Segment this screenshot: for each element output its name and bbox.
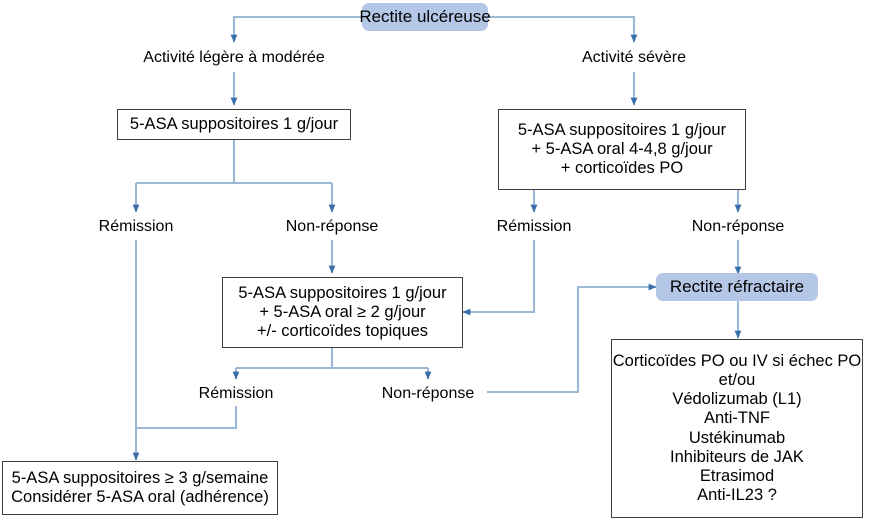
node-second-remission-label: Rémission xyxy=(198,384,274,402)
node-advanced-therapy[interactable]: Corticoïdes PO ou IV si échec PO et/ou V… xyxy=(611,339,863,518)
edge-root-to-severe xyxy=(488,15,638,43)
node-escalation-line-3: +/- corticoïdes topiques xyxy=(256,322,429,341)
edge-severe-remission-to-escalation xyxy=(462,240,536,316)
node-mild-remission-label: Rémission xyxy=(98,217,174,235)
node-root-label: Rectite ulcéreuse xyxy=(359,7,491,27)
node-mild-branch: Activité légère à modérée xyxy=(124,45,344,71)
node-escalation-treatment[interactable]: 5-ASA suppositoires 1 g/jour + 5-ASA ora… xyxy=(222,277,463,348)
node-severe-remission-label: Rémission xyxy=(496,217,572,235)
node-severe-nonresponse-label: Non-réponse xyxy=(691,217,785,235)
node-root[interactable]: Rectite ulcéreuse xyxy=(359,3,491,31)
node-second-nonresponse: Non-réponse xyxy=(362,381,494,407)
edge-second-remission-to-maintenance xyxy=(136,406,238,430)
node-mild-treatment-line-1: 5-ASA suppositoires 1 g/jour xyxy=(129,114,339,133)
node-mild-treatment[interactable]: 5-ASA suppositoires 1 g/jour xyxy=(117,109,351,140)
node-advanced-line-5: Ustékinumab xyxy=(688,428,786,447)
node-severe-treatment-line-3: + corticoïdes PO xyxy=(560,159,684,178)
node-advanced-line-1: Corticoïdes PO ou IV si échec PO xyxy=(612,352,862,370)
node-maintenance[interactable]: 5-ASA suppositoires ≥ 3 g/semaine Consid… xyxy=(2,461,278,515)
node-maintenance-line-2: Considérer 5-ASA oral (adhérence) xyxy=(11,488,269,506)
node-second-nonresponse-label: Non-réponse xyxy=(381,384,475,402)
node-severe-treatment[interactable]: 5-ASA suppositoires 1 g/jour + 5-ASA ora… xyxy=(498,109,746,190)
node-severe-remission: Rémission xyxy=(474,214,594,240)
node-advanced-line-6: Inhibiteurs de JAK xyxy=(670,447,804,466)
node-refractory-label: Rectite réfractaire xyxy=(669,277,805,297)
node-maintenance-line-1: 5-ASA suppositoires ≥ 3 g/semaine xyxy=(11,468,269,487)
node-escalation-line-2: + 5-ASA oral ≥ 2 g/jour xyxy=(259,302,426,321)
node-severe-treatment-line-1: 5-ASA suppositoires 1 g/jour xyxy=(517,120,727,139)
node-mild-nonresponse-label: Non-réponse xyxy=(285,217,379,235)
node-advanced-line-2: et/ou xyxy=(718,371,756,390)
node-severe-branch-label: Activité sévère xyxy=(581,48,687,66)
node-mild-remission: Rémission xyxy=(76,214,196,240)
node-refractory[interactable]: Rectite réfractaire xyxy=(656,273,818,301)
node-advanced-line-7: Etrasimod xyxy=(699,466,775,485)
node-advanced-line-4: Anti-TNF xyxy=(704,409,770,428)
node-severe-treatment-line-2: + 5-ASA oral 4-4,8 g/jour xyxy=(531,139,713,158)
node-severe-nonresponse: Non-réponse xyxy=(672,214,804,240)
node-advanced-line-3: Védolizumab (L1) xyxy=(672,390,802,409)
node-mild-nonresponse: Non-réponse xyxy=(266,214,398,240)
node-escalation-line-1: 5-ASA suppositoires 1 g/jour xyxy=(238,283,447,302)
node-advanced-line-8: Anti-IL23 ? xyxy=(697,485,777,504)
node-second-remission: Rémission xyxy=(176,381,296,407)
edge-root-to-mild xyxy=(230,15,362,43)
node-severe-branch: Activité sévère xyxy=(554,45,714,71)
node-mild-branch-label: Activité légère à modérée xyxy=(143,48,325,66)
